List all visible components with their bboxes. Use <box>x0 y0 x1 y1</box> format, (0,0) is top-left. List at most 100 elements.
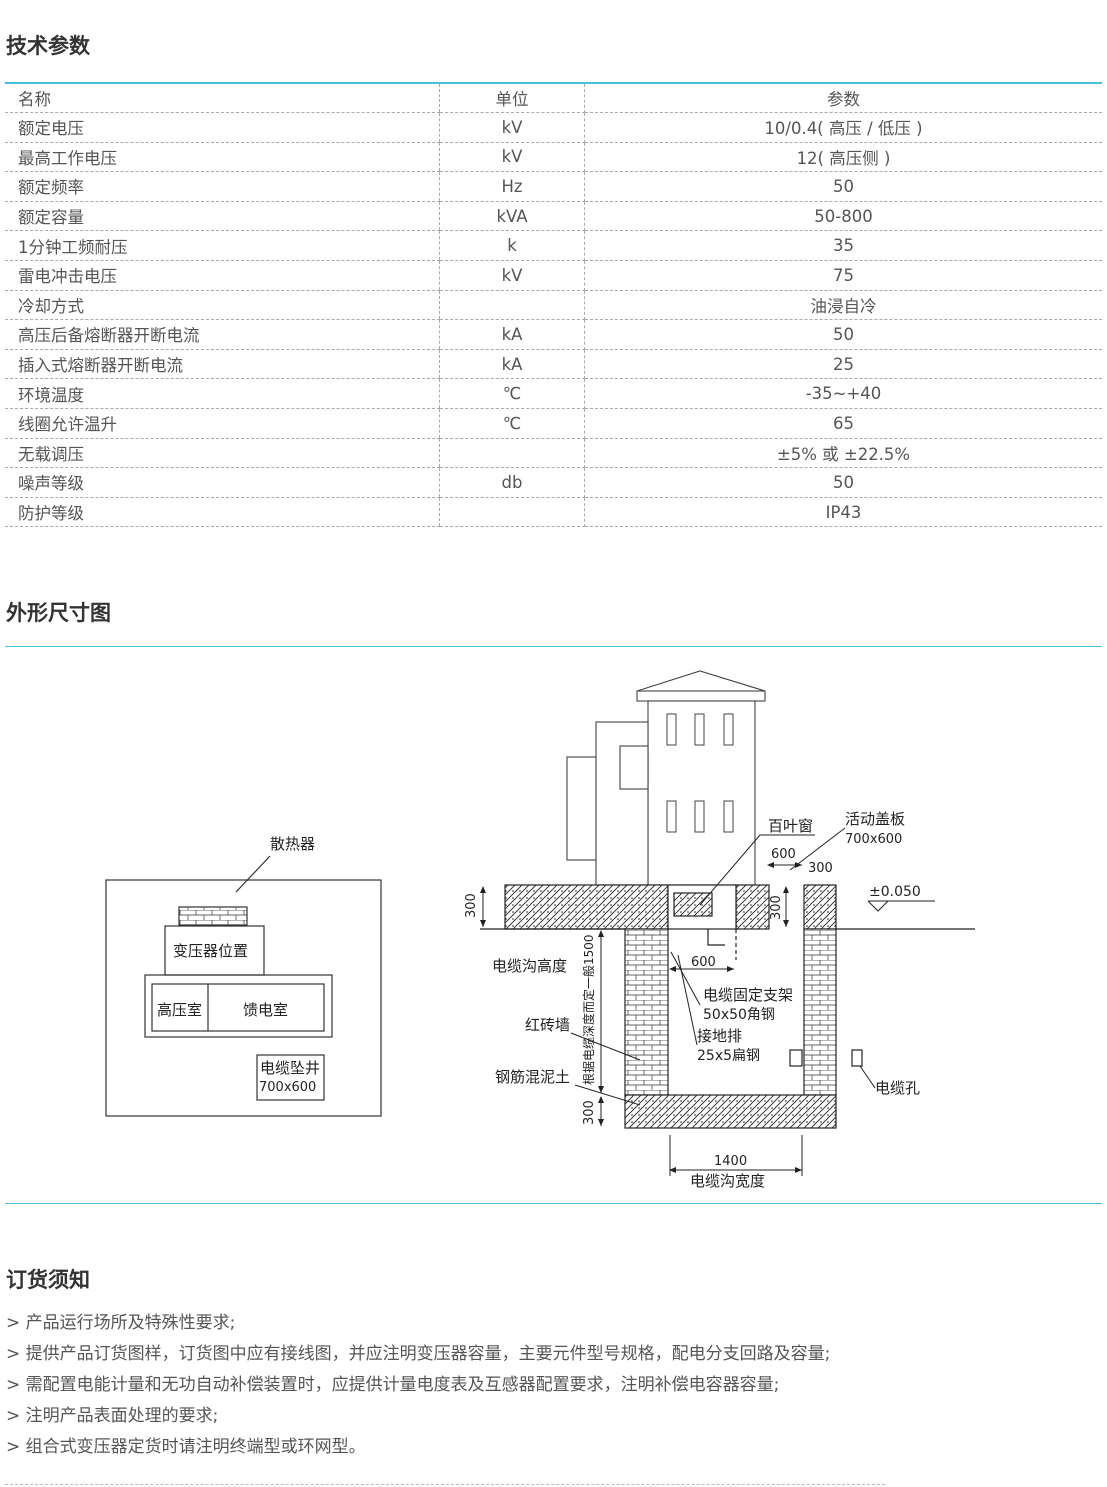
list-item: > 注明产品表面处理的要求; <box>6 1406 219 1426</box>
param-unit-cell: kA <box>439 319 585 350</box>
section-dim-600-top: 600 <box>771 847 796 862</box>
order-notes-title: 订货须知 <box>6 1268 90 1292</box>
param-name-cell: 环境温度 <box>5 378 440 409</box>
bottom-divider <box>5 1484 885 1485</box>
param-unit-cell: kV <box>439 142 585 173</box>
param-name-cell: 无载调压 <box>5 438 440 469</box>
param-value-cell: 10/0.4( 高压 / 低压 ) <box>584 112 1102 143</box>
param-value-cell: 75 <box>584 260 1102 291</box>
list-item: > 需配置电能计量和无功自动补偿装置时，应提供计量电度表及互感器配置要求，注明补… <box>6 1375 780 1395</box>
param-value-cell: -35~+40 <box>584 378 1102 409</box>
param-unit-cell: db <box>439 467 585 498</box>
param-unit-cell: ℃ <box>439 378 585 409</box>
section-louver-label: 百叶窗 <box>768 817 813 835</box>
param-name-cell: 线圈允许温升 <box>5 408 440 439</box>
section-cover-label: 活动盖板 <box>845 810 905 828</box>
param-value-cell: 50-800 <box>584 201 1102 232</box>
param-name-cell: 最高工作电压 <box>5 142 440 173</box>
dimension-title: 外形尺寸图 <box>6 601 111 625</box>
table-row: 防护等级 IP43 <box>5 497 1102 528</box>
section-dim-300-bottom: 300 <box>582 1100 597 1125</box>
table-row: 无载调压 ±5% 或 ±22.5% <box>5 438 1102 469</box>
plan-radiator-label: 散热器 <box>270 835 315 853</box>
dimension-drawing: 散热器 变压器位置 高压室 馈电室 电缆坠井 700x600 <box>105 670 975 1190</box>
list-item: > 产品运行场所及特殊性要求; <box>6 1313 236 1333</box>
section-cover-size: 700x600 <box>845 832 902 847</box>
param-value-cell: IP43 <box>584 497 1102 528</box>
section-flat-steel: 25x5扁钢 <box>697 1048 760 1064</box>
plan-cable-well-size: 700x600 <box>259 1080 316 1095</box>
param-name-cell: 防护等级 <box>5 497 440 528</box>
param-name-cell: 额定容量 <box>5 201 440 232</box>
section-concrete-label: 钢筋混泥土 <box>495 1068 570 1086</box>
plan-view <box>105 855 382 1117</box>
table-header-row: 名称 单位 参数 <box>5 83 1102 113</box>
param-value-cell: 35 <box>584 230 1102 261</box>
table-row: 环境温度℃-35~+40 <box>5 378 1102 409</box>
table-row: 冷却方式 油浸自冷 <box>5 290 1102 321</box>
section-bracket-label: 电缆固定支架 <box>703 986 793 1004</box>
param-value-cell: 50 <box>584 467 1102 498</box>
param-name-cell: 1分钟工频耐压 <box>5 230 440 261</box>
param-name-cell: 高压后备熔断器开断电流 <box>5 319 440 350</box>
section-depth-note: 根据电缆深度而定一般1500 <box>581 934 596 1085</box>
header-name: 名称 <box>5 83 440 113</box>
param-value-cell: ±5% 或 ±22.5% <box>584 438 1102 469</box>
order-notes-list: > 产品运行场所及特殊性要求; > 提供产品订货图样，订货图中应有接线图，并应注… <box>6 1308 1006 1463</box>
param-unit-cell: Hz <box>439 171 585 202</box>
param-value-cell: 油浸自冷 <box>584 290 1102 321</box>
param-value-cell: 12( 高压侧 ) <box>584 142 1102 173</box>
param-unit-cell: kA <box>439 349 585 380</box>
plan-hv-room-label: 高压室 <box>157 1001 202 1019</box>
substation-elevation <box>566 670 766 886</box>
param-unit-cell <box>439 438 585 469</box>
param-name-cell: 冷却方式 <box>5 290 440 321</box>
param-name-cell: 额定频率 <box>5 171 440 202</box>
param-unit-cell <box>439 290 585 321</box>
section-dim-600-mid: 600 <box>691 955 716 970</box>
section-divider <box>5 1203 1102 1204</box>
param-value-cell: 50 <box>584 319 1102 350</box>
param-name-cell: 噪声等级 <box>5 467 440 498</box>
foundation <box>480 884 975 1129</box>
section-dim-300-mid: 300 <box>769 895 784 920</box>
section-grounding-label: 接地排 <box>697 1027 742 1045</box>
section-dim-300-left: 300 <box>464 893 479 918</box>
param-unit-cell: k <box>439 230 585 261</box>
section-dim-1400: 1400 <box>714 1154 747 1169</box>
param-value-cell: 25 <box>584 349 1102 380</box>
section-bracket-steel: 50x50角钢 <box>703 1007 775 1023</box>
section-brick-label: 红砖墙 <box>525 1016 570 1034</box>
section-trench-height-label: 电缆沟高度 <box>492 957 567 975</box>
param-name-cell: 额定电压 <box>5 112 440 143</box>
section-dim-300-right: 300 <box>808 861 833 876</box>
list-item: > 组合式变压器定货时请注明终端型或环网型。 <box>6 1437 366 1457</box>
section-level-mark: ±0.050 <box>869 884 921 900</box>
section-trench-width-label: 电缆沟宽度 <box>690 1172 765 1190</box>
header-value: 参数 <box>584 83 1102 113</box>
param-name-cell: 雷电冲击电压 <box>5 260 440 291</box>
param-name-cell: 插入式熔断器开断电流 <box>5 349 440 380</box>
param-unit-cell: kV <box>439 112 585 143</box>
param-unit-cell <box>439 497 585 528</box>
radiator-fins <box>178 906 248 926</box>
list-item: > 提供产品订货图样，订货图中应有接线图，并应注明变压器容量，主要元件型号规格，… <box>6 1344 831 1364</box>
param-unit-cell: ℃ <box>439 408 585 439</box>
header-unit: 单位 <box>439 83 585 113</box>
param-value-cell: 65 <box>584 408 1102 439</box>
param-unit-cell: kVA <box>439 201 585 232</box>
section-divider <box>5 646 1102 647</box>
plan-feeder-room-label: 馈电室 <box>243 1001 288 1019</box>
param-unit-cell: kV <box>439 260 585 291</box>
